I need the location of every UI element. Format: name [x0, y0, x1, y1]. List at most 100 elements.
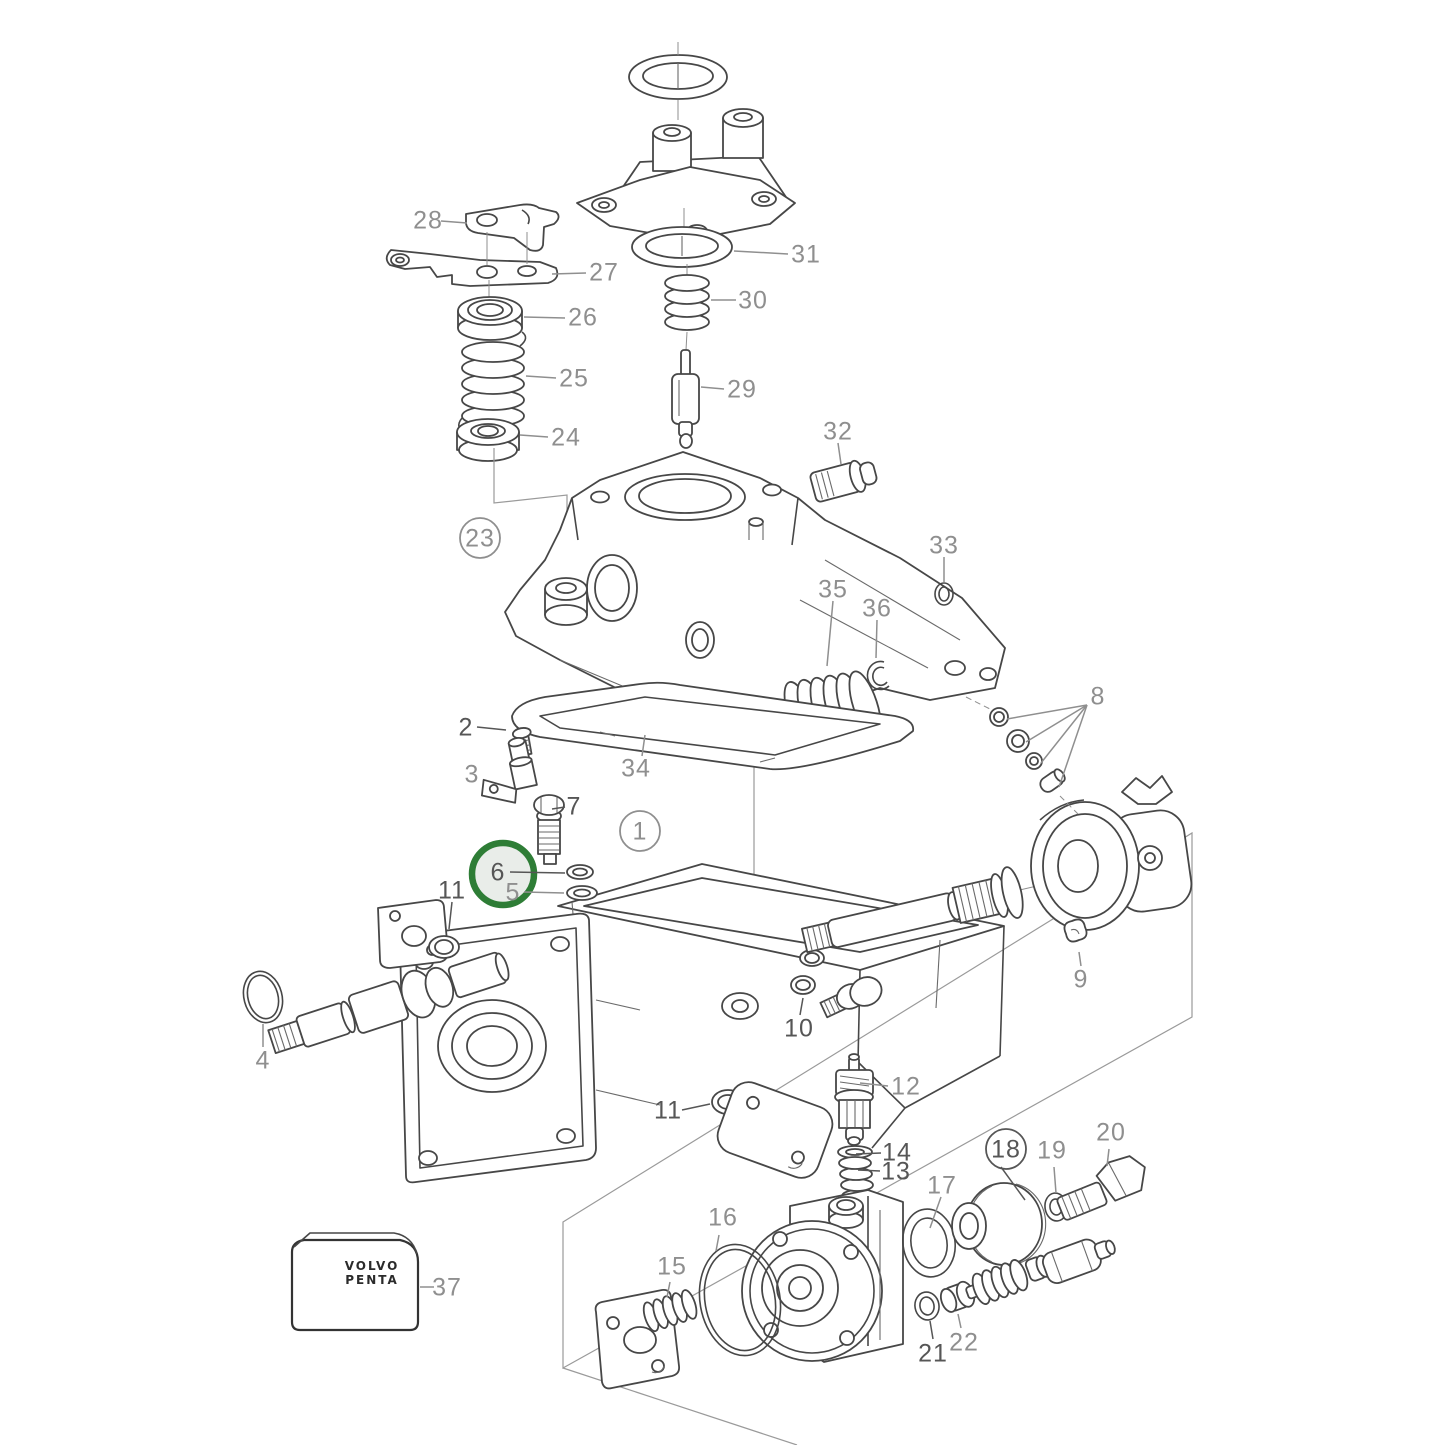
part-label-7[interactable]: 7	[567, 793, 582, 821]
part-label-30[interactable]: 30	[738, 287, 768, 315]
leader-line-31	[733, 250, 789, 255]
part-label-18[interactable]: 18	[991, 1136, 1021, 1164]
leader-line-24	[519, 434, 549, 438]
leader-line-36	[875, 619, 878, 659]
leader-line-25	[525, 375, 557, 379]
leader-line-26	[523, 316, 566, 319]
part-flyweight-cage-drawing	[1030, 775, 1193, 931]
part-label-11-upper[interactable]: 11	[438, 877, 466, 905]
housing-boss	[544, 577, 588, 626]
leader-line-8-1	[1025, 704, 1088, 743]
part-label-circle-18[interactable]	[985, 1128, 1027, 1170]
part-8-hardware-drawing	[965, 696, 1079, 815]
part-label-32[interactable]: 32	[823, 418, 853, 446]
leader-line-15	[666, 1281, 671, 1298]
part-36-clip-drawing	[866, 660, 890, 691]
part-label-12[interactable]: 12	[891, 1073, 921, 1101]
part-18-piston-drawing	[951, 1182, 1047, 1266]
leader-line-17	[929, 1196, 942, 1229]
part-label-37[interactable]: 37	[432, 1274, 462, 1302]
part-label-3[interactable]: 3	[465, 761, 480, 789]
part-16-oring-drawing	[698, 1243, 782, 1357]
part-label-2[interactable]: 2	[459, 714, 474, 742]
part-label-10[interactable]: 10	[784, 1015, 814, 1043]
leader-line-11-lower	[681, 1103, 711, 1111]
part-label-9[interactable]: 9	[1074, 966, 1089, 994]
part-label-33[interactable]: 33	[929, 532, 959, 560]
leader-line-16	[715, 1234, 720, 1252]
part-label-1[interactable]: 1	[633, 818, 648, 846]
part-34-gasket-drawing	[511, 681, 915, 771]
part-label-28[interactable]: 28	[413, 207, 443, 235]
part-20-bolt-drawing	[1056, 1155, 1146, 1221]
part-label-20[interactable]: 20	[1096, 1119, 1126, 1147]
part-head-drawing	[741, 1189, 904, 1363]
part-label-16[interactable]: 16	[708, 1204, 738, 1232]
leader-line-6	[509, 871, 566, 874]
leader-line-18	[1000, 1166, 1026, 1201]
brand-volvo-text: VOLVO	[345, 1259, 400, 1273]
leader-line-27	[551, 272, 587, 275]
part-label-27[interactable]: 27	[589, 259, 619, 287]
highlight-circle-part-6[interactable]	[468, 839, 538, 909]
part-3-valve-drawing	[480, 737, 538, 804]
leader-line-22	[957, 1313, 962, 1329]
part-label-19[interactable]: 19	[1037, 1137, 1067, 1165]
part-label-25[interactable]: 25	[559, 365, 589, 393]
part-label-4[interactable]: 4	[256, 1047, 271, 1075]
part-top-disc-drawing	[628, 42, 728, 120]
leader-line-34	[641, 734, 646, 757]
leader-line-8-3	[1058, 704, 1088, 788]
part-label-29[interactable]: 29	[727, 376, 757, 404]
leader-line-9	[1078, 951, 1082, 967]
leader-line-8-0	[1006, 704, 1088, 720]
leader-line-21	[929, 1320, 934, 1340]
part-label-circle-1[interactable]	[619, 810, 661, 852]
leader-line-20	[1106, 1148, 1110, 1167]
part-7-valve-drawing	[533, 794, 565, 865]
part-37-kit-box-drawing: VOLVO PENTA	[290, 1232, 420, 1332]
leader-line-10	[799, 997, 804, 1016]
leader-line-5	[523, 891, 565, 894]
part-label-22[interactable]: 22	[949, 1329, 979, 1357]
part-label-8[interactable]: 8	[1091, 683, 1106, 711]
part-label-14[interactable]: 14	[882, 1139, 912, 1167]
leader-line-13	[857, 1169, 881, 1172]
part-label-17[interactable]: 17	[927, 1172, 957, 1200]
part-12-delivery-valve-drawing	[834, 1053, 874, 1146]
part-label-26[interactable]: 26	[568, 304, 598, 332]
head-top-port	[828, 1196, 864, 1229]
part-label-21[interactable]: 21	[918, 1340, 948, 1368]
part-label-23[interactable]: 23	[465, 525, 495, 553]
part-15-spring-drawing	[642, 1289, 698, 1333]
part-28-bracket-drawing	[465, 203, 560, 252]
part-label-15[interactable]: 15	[657, 1253, 687, 1281]
part-label-11-lower[interactable]: 11	[654, 1097, 682, 1125]
part-21-washer-drawing	[914, 1291, 940, 1321]
part-label-circle-23[interactable]	[459, 517, 501, 559]
leader-line-29	[700, 386, 725, 390]
part-drive-shaft-drawing	[801, 859, 1149, 954]
leader-line-8-2	[1040, 704, 1088, 764]
part-24-cup-drawing	[456, 418, 520, 462]
part-label-24[interactable]: 24	[551, 424, 581, 452]
part-label-36[interactable]: 36	[862, 595, 892, 623]
cover-boss-left	[652, 124, 692, 172]
part-11-upper-flange-drawing	[377, 899, 460, 969]
part-22-valve-drawing	[939, 1238, 1116, 1313]
part-label-34[interactable]: 34	[621, 755, 651, 783]
part-cover-plate-drawing	[716, 1081, 834, 1179]
part-label-13[interactable]: 13	[881, 1158, 911, 1186]
part-label-6[interactable]: 6	[491, 859, 506, 887]
part-label-5[interactable]: 5	[506, 879, 521, 907]
part-1-housing-drawing	[504, 451, 1006, 734]
part-label-35[interactable]: 35	[818, 576, 848, 604]
highlight-layer	[468, 839, 538, 909]
leader-line-35	[826, 600, 834, 667]
leader-line-11-upper	[448, 901, 453, 930]
part-label-31[interactable]: 31	[791, 241, 821, 269]
part-26-bushing-drawing	[457, 280, 523, 341]
